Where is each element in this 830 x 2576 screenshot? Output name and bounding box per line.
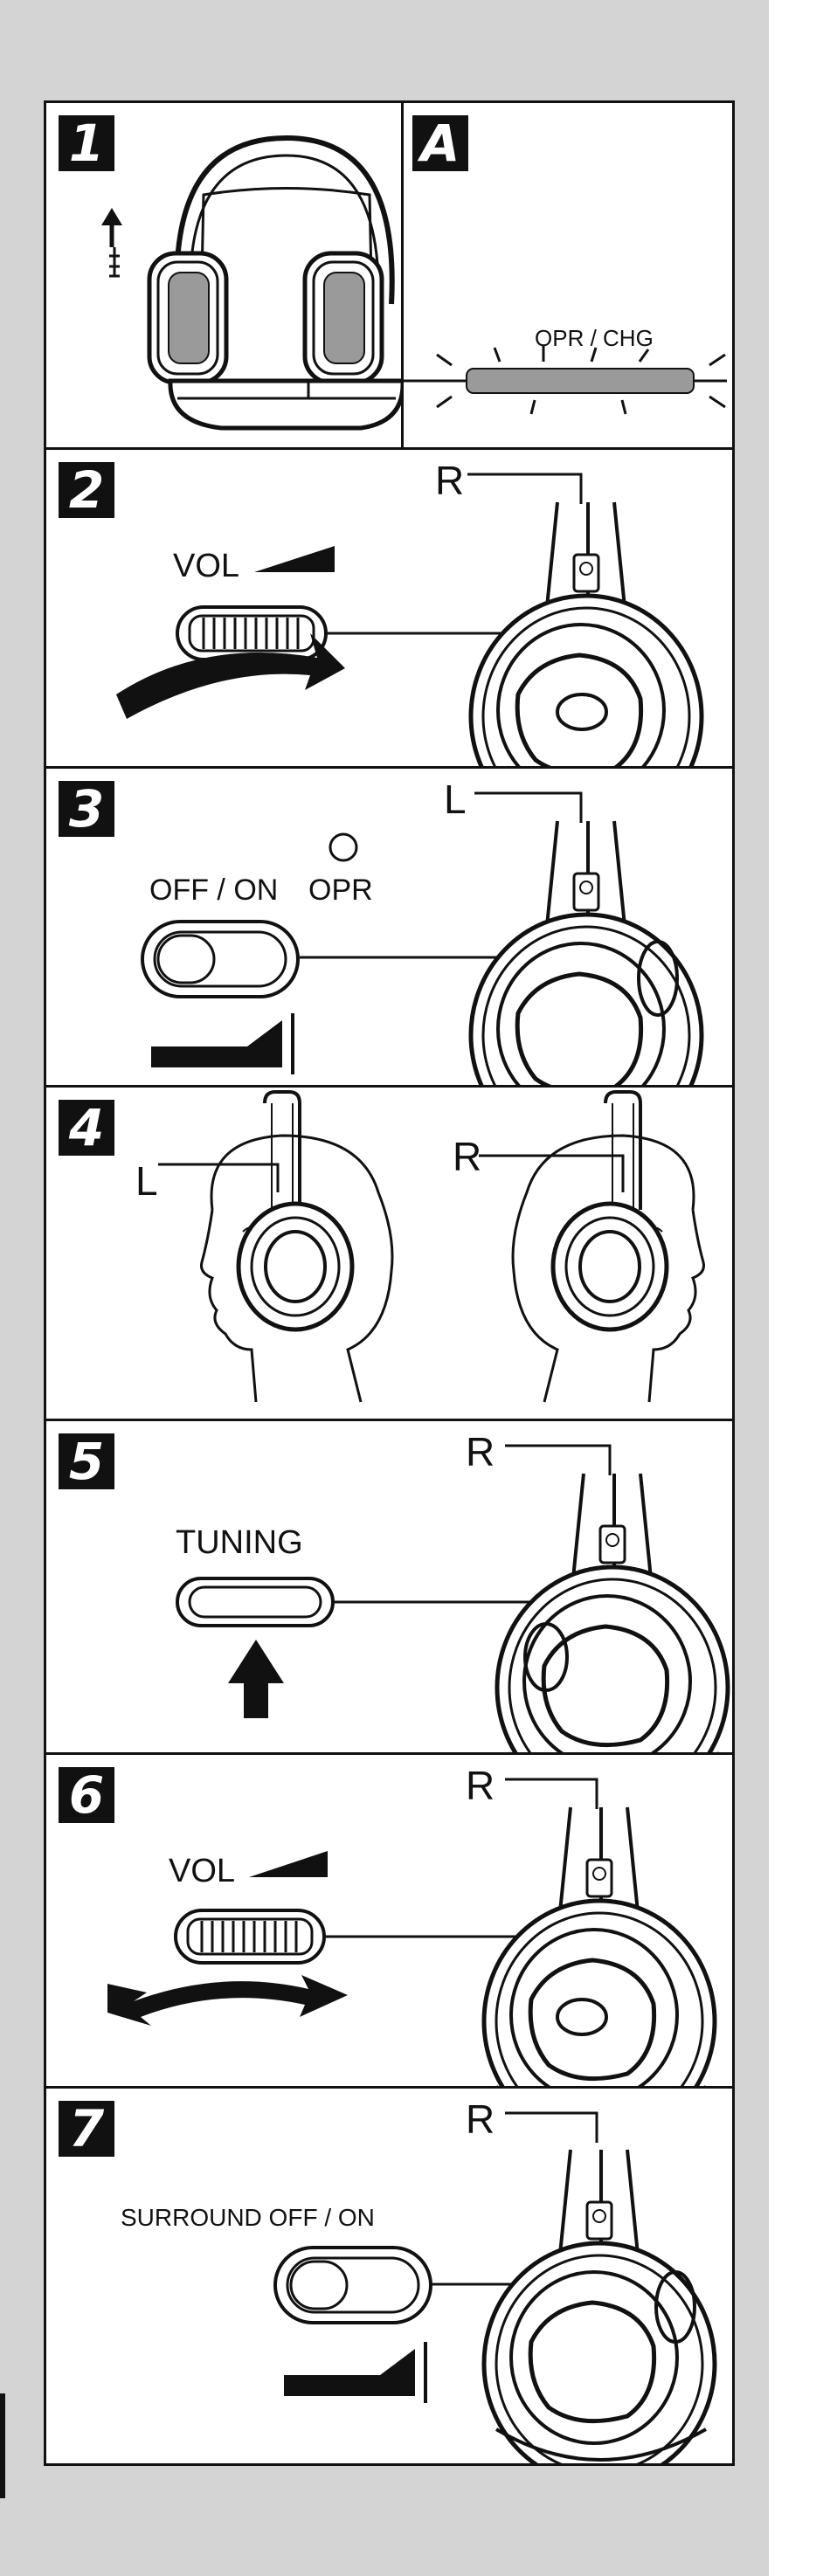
- vol-wheel-icon: [176, 1910, 324, 1963]
- headphones-on-charger: [46, 103, 404, 450]
- surround-switch-icon: [275, 2248, 431, 2323]
- tuning-button-icon: [177, 1578, 333, 1626]
- wearing-diagram: [46, 1088, 735, 1421]
- step-5-panel: 5 TUNING R: [44, 1419, 735, 1755]
- right-earcup-icon: [484, 2150, 715, 2466]
- vol-adjust-diagram: [46, 1755, 735, 2089]
- instruction-sheet: 1 A OPR / CHG: [0, 0, 769, 2576]
- slide-right-arrow: [284, 2342, 425, 2403]
- right-earcup-icon: [484, 1807, 715, 2089]
- tuning-button-diagram: [46, 1421, 735, 1755]
- slide-right-arrow: [151, 1013, 293, 1074]
- right-head-profile: [479, 1092, 704, 1402]
- step-7-panel: 7 SURROUND OFF / ON R: [44, 2086, 735, 2466]
- vol-wheel-diagram: [46, 450, 735, 769]
- press-up-arrow: [228, 1640, 284, 1718]
- left-earcup-icon: [471, 821, 702, 1088]
- opr-chg-indicator: [404, 103, 735, 450]
- step-3-panel: 3 OFF / ON OPR L: [44, 766, 735, 1088]
- step-1-panel: 1: [44, 100, 404, 450]
- power-switch-diagram: [46, 769, 735, 1088]
- surround-switch-diagram: [46, 2089, 735, 2466]
- step-1a-panel: A OPR / CHG: [401, 100, 735, 450]
- page-edge-mark: [0, 2393, 5, 2498]
- vol-wheel-icon: [177, 607, 326, 660]
- off-on-switch-icon: [142, 922, 298, 997]
- step-2-panel: 2 VOL R: [44, 447, 735, 769]
- two-way-arrow: [107, 1975, 348, 2026]
- left-head-profile: [158, 1092, 392, 1402]
- step-6-panel: 6 VOL R: [44, 1752, 735, 2089]
- right-earcup-icon: [497, 1474, 728, 1755]
- step-4-panel: 4 L R: [44, 1085, 735, 1421]
